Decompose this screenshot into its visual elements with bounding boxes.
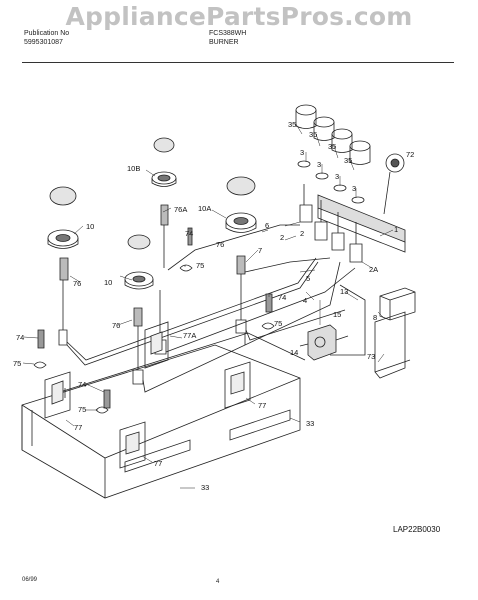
callout-14: 14 xyxy=(290,348,298,357)
burner-cap xyxy=(153,137,175,153)
spark-module xyxy=(379,287,416,321)
burner-base-tray xyxy=(21,332,306,499)
burner-cap xyxy=(49,186,77,206)
callout-7: 7 xyxy=(258,246,262,255)
callout-76: 76 xyxy=(112,321,120,330)
valve xyxy=(349,243,363,263)
callout-77: 77 xyxy=(154,459,162,468)
callout-35: 35 xyxy=(309,130,317,139)
callout-5: 5 xyxy=(306,274,310,283)
burner-brackets xyxy=(44,321,251,469)
callout-35: 35 xyxy=(328,142,336,151)
callout-3: 3 xyxy=(300,148,304,157)
callout-2: 2 xyxy=(280,233,284,242)
callout-72: 72 xyxy=(406,150,414,159)
leader-lines xyxy=(22,123,394,489)
callout-2: 2 xyxy=(300,229,304,238)
burner-cap xyxy=(226,176,256,196)
callout-10: 10 xyxy=(86,222,94,231)
callout-76a: 76A xyxy=(174,205,187,214)
callout-77: 77 xyxy=(258,401,266,410)
knob xyxy=(295,104,317,116)
screws-and-clips xyxy=(33,227,275,414)
burner-assemblies xyxy=(47,137,257,290)
section-title: BURNER xyxy=(209,39,239,46)
callout-77a: 77A xyxy=(183,331,196,340)
callout-76: 76 xyxy=(216,240,224,249)
valve xyxy=(331,232,345,251)
callout-3: 3 xyxy=(352,184,356,193)
callout-10: 10 xyxy=(104,278,112,287)
callout-13: 13 xyxy=(340,287,348,296)
igniter-switch xyxy=(383,153,405,215)
footer-date: 06/99 xyxy=(22,577,38,583)
diagram-code: LAP22B0030 xyxy=(393,525,441,534)
knob xyxy=(331,128,353,140)
model-number: FCS388WH xyxy=(209,30,247,37)
callout-73: 73 xyxy=(367,352,375,361)
callout-75: 75 xyxy=(196,261,204,270)
burner-cap xyxy=(127,234,151,250)
callout-labels: 35 35 35 35 3 3 3 3 72 10B 76A 10A 6 2 2… xyxy=(13,120,414,492)
knob xyxy=(349,140,371,152)
module-bracket xyxy=(374,311,411,379)
callout-35: 35 xyxy=(288,120,296,129)
callout-74: 74 xyxy=(16,333,24,342)
manifold-assembly xyxy=(299,184,406,263)
pressure-regulator xyxy=(299,324,349,361)
callout-10a: 10A xyxy=(198,204,211,213)
callout-1: 1 xyxy=(394,225,398,234)
gas-tubing xyxy=(66,224,366,393)
publication-number: 5995301087 xyxy=(24,39,63,46)
callout-6: 6 xyxy=(265,221,269,230)
control-knobs xyxy=(295,104,371,204)
callout-3: 3 xyxy=(317,160,321,169)
callout-10b: 10B xyxy=(127,164,140,173)
callout-75: 75 xyxy=(13,359,21,368)
callout-75: 75 xyxy=(78,405,86,414)
header-rule xyxy=(22,62,454,63)
bezel xyxy=(351,196,365,204)
callout-33: 33 xyxy=(201,483,209,492)
valve xyxy=(314,221,328,241)
callout-8: 8 xyxy=(373,313,377,322)
callout-74: 74 xyxy=(278,293,286,302)
callout-76: 76 xyxy=(73,279,81,288)
callout-74: 74 xyxy=(78,380,86,389)
callout-33: 33 xyxy=(306,419,314,428)
callout-74: 74 xyxy=(185,229,193,238)
watermark: AppliancePartsPros.com xyxy=(65,2,413,31)
callout-4: 4 xyxy=(303,296,307,305)
page-number: 4 xyxy=(216,579,220,585)
callout-75: 75 xyxy=(274,319,282,328)
callout-2a: 2A xyxy=(369,265,378,274)
orifice-holders xyxy=(58,204,247,385)
callout-3: 3 xyxy=(335,172,339,181)
callout-77: 77 xyxy=(74,423,82,432)
callout-15: 15 xyxy=(333,310,341,319)
callout-35: 35 xyxy=(344,156,352,165)
knob xyxy=(313,116,335,128)
bezel xyxy=(297,160,311,168)
valve xyxy=(299,204,313,223)
publication-label: Publication No xyxy=(24,30,70,37)
